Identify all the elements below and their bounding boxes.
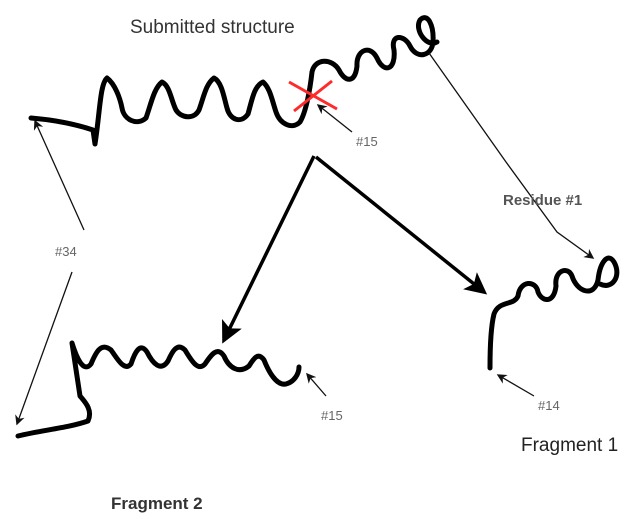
fragment-two-backbone [15,340,302,439]
fragment-two-end-label: #15 [321,408,343,423]
fragment-one-arrow [314,155,488,295]
fragment-one-label: Fragment 1 [521,435,618,456]
fragment-one-backbone [487,255,620,371]
left-span-label: #34 [55,244,77,259]
submitted-structure-backbone [28,15,440,147]
submitted-cut-label: #15 [356,134,378,149]
left-span-indicator-arrow-lower [15,271,73,426]
fragment-two-label: Fragment 2 [111,494,203,513]
submitted-cut-pointer-arrow [316,104,353,133]
fragment-one-end-pointer-arrow [496,374,535,397]
submitted-structure-title: Submitted structure [130,17,295,38]
left-span-indicator-arrow [33,119,85,231]
fragment-two-end-pointer-arrow [306,372,327,397]
red-x-cut-marker-icon [288,79,338,113]
fragment-one-end-label: #14 [538,398,560,413]
fragment-two-arrow [222,155,316,344]
residue-one-label: Residue #1 [503,192,582,209]
residue-one-connector-arrow [428,52,593,258]
